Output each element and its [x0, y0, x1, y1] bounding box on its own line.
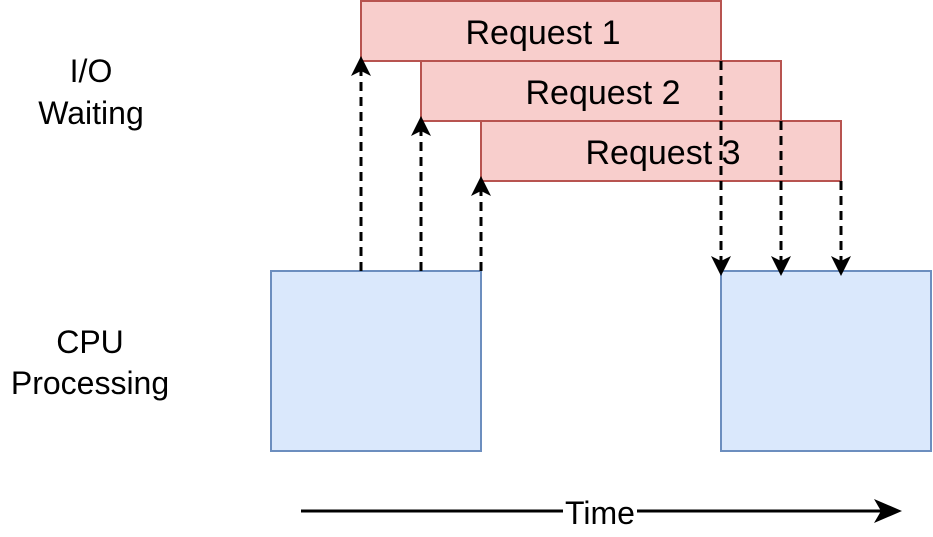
request-label-1: Request 1 [466, 14, 621, 52]
request-label-3: Request 3 [586, 134, 741, 172]
cpu-label-line2: Processing [11, 365, 169, 401]
cpu-block-start [270, 270, 482, 452]
request-bar-1 [360, 0, 722, 62]
request-label-2: Request 2 [526, 74, 681, 112]
time-label: Time [565, 495, 635, 531]
io-label-line1: I/O [70, 53, 113, 89]
cpu-label-line1: CPU [56, 324, 124, 360]
cpu-block-end [720, 270, 932, 452]
io-label-line2: Waiting [38, 95, 144, 131]
